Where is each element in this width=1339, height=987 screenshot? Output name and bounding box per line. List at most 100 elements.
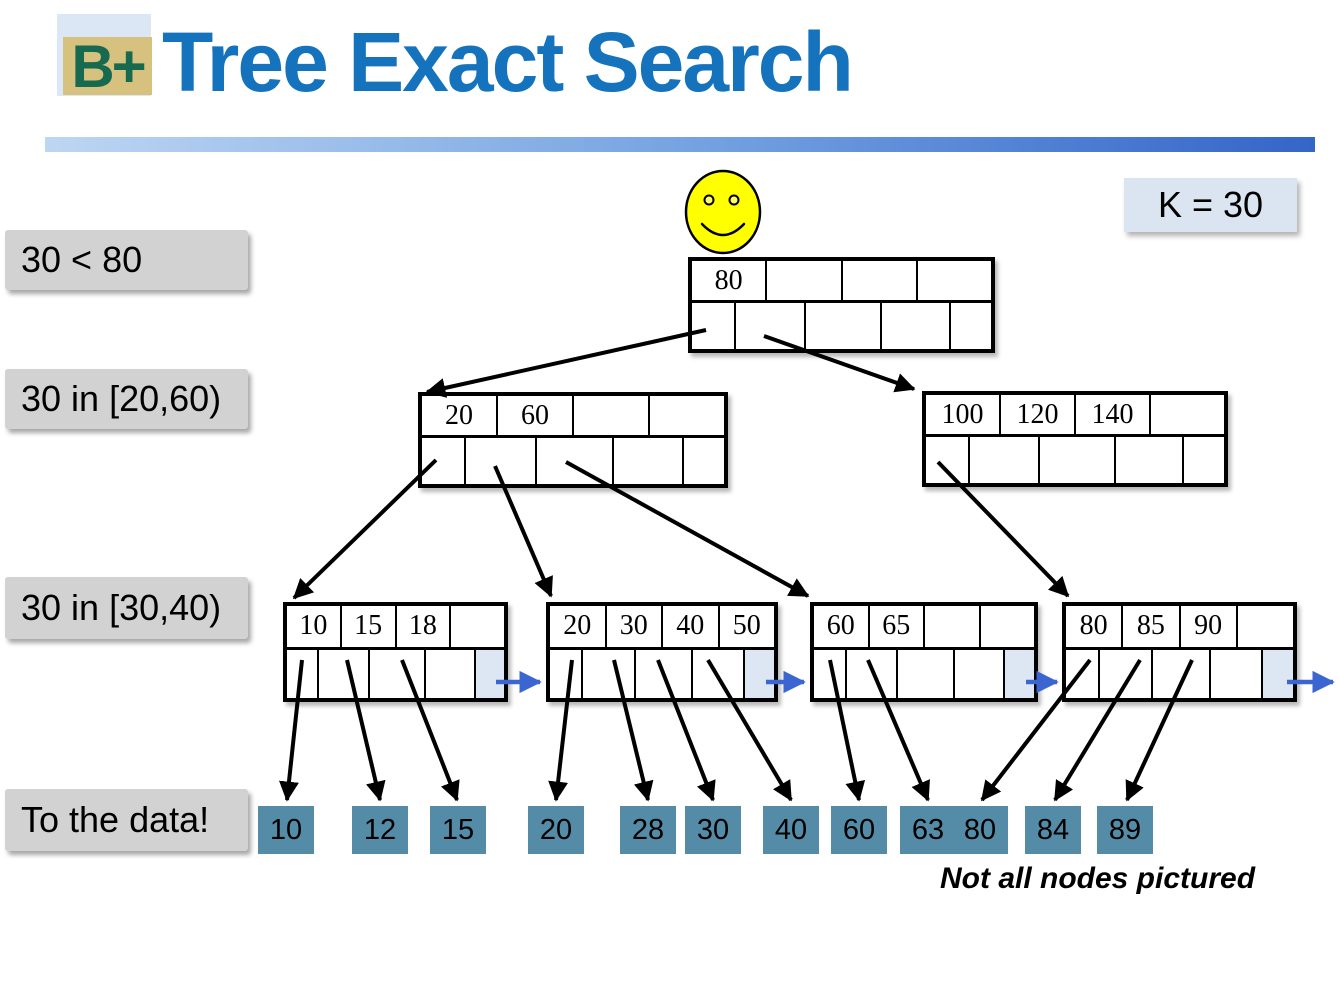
- bptree-leaf-3: 60 65: [810, 602, 1038, 702]
- step-label-2: 30 in [20,60): [5, 369, 248, 429]
- data-block: 12: [352, 806, 408, 854]
- search-key-badge: K = 30: [1124, 178, 1297, 232]
- key-cell: 60: [826, 610, 855, 642]
- key-cell: 20: [445, 399, 473, 431]
- key-cell: 65: [867, 606, 924, 647]
- key-row: 20 30 40 50: [550, 606, 774, 650]
- pointer-row: [814, 649, 1034, 698]
- bplus-logo-text: B+: [71, 32, 146, 100]
- key-cell: 120: [999, 395, 1074, 435]
- step-label-3: 30 in [30,40): [5, 577, 248, 639]
- key-row: 10 15 18: [287, 606, 504, 650]
- next-leaf-pointer-cell: [742, 649, 774, 698]
- key-row: 60 65: [814, 606, 1034, 650]
- pointer-cell: [1182, 437, 1224, 483]
- next-leaf-pointer-cell: [1261, 649, 1293, 698]
- key-cell: 80: [714, 264, 743, 296]
- pointer-cell: [926, 437, 968, 483]
- bplus-logo-icon: B+: [63, 33, 152, 100]
- key-cell: 20: [563, 610, 592, 642]
- next-leaf-pointer-cell: [473, 649, 504, 698]
- pointer-cell: [880, 303, 949, 349]
- key-row: 80: [692, 261, 991, 304]
- bptree-node-root: 80: [688, 257, 995, 353]
- key-cell: [915, 261, 991, 301]
- pointer-row: [422, 438, 724, 484]
- footnote: Not all nodes pictured: [940, 862, 1256, 895]
- data-block: 28: [620, 806, 676, 854]
- key-cell: 30: [604, 606, 662, 647]
- pointer-row: [692, 303, 991, 349]
- title-underline-bar: [45, 137, 1315, 152]
- arrow-root-to-inner-left: [425, 328, 707, 398]
- pointer-row: [1066, 649, 1293, 698]
- pointer-cell: [1151, 649, 1209, 698]
- key-cell: 90: [1178, 606, 1236, 647]
- page-title: Tree Exact Search: [162, 15, 854, 109]
- bptree-node-inner-right: 100 120 140: [922, 391, 1228, 487]
- key-cell: 15: [339, 606, 395, 647]
- pointer-cell: [287, 650, 317, 698]
- key-cell: 50: [717, 606, 775, 647]
- bptree-leaf-2: 20 30 40 50: [546, 602, 778, 702]
- key-cell: [449, 606, 504, 647]
- key-cell: [1235, 606, 1293, 647]
- data-block: 63: [900, 806, 956, 854]
- step-label-1: 30 < 80: [5, 230, 248, 290]
- data-block: 30: [685, 806, 741, 854]
- pointer-cell: [844, 649, 897, 698]
- pointer-cell: [952, 649, 1004, 698]
- data-block: 15: [430, 806, 486, 854]
- pointer-cell: [896, 649, 952, 698]
- data-block: 40: [763, 806, 819, 854]
- arrow-inner-left-to-leaf-1: [292, 458, 438, 600]
- pointer-cell: [612, 438, 681, 484]
- data-block: 10: [258, 806, 314, 854]
- pointer-row: [550, 649, 774, 698]
- pointer-cell: [550, 650, 581, 698]
- step-label-4: To the data!: [5, 789, 248, 851]
- data-block: 20: [528, 806, 584, 854]
- pointer-cell: [691, 649, 743, 698]
- pointer-cell: [464, 438, 535, 484]
- key-cell: [648, 396, 724, 436]
- pointer-cell: [423, 649, 474, 698]
- pointer-cell: [804, 303, 880, 349]
- key-cell: [978, 606, 1035, 647]
- pointer-cell: [633, 649, 691, 698]
- key-cell: [572, 396, 648, 436]
- bptree-node-inner-left: 20 60: [418, 392, 728, 488]
- key-row: 20 60: [422, 396, 724, 439]
- key-cell: 85: [1121, 606, 1178, 647]
- pointer-cell: [317, 649, 368, 698]
- key-cell: [840, 261, 916, 301]
- pointer-cell: [1066, 650, 1098, 698]
- pointer-cell: [733, 303, 804, 349]
- key-cell: 60: [496, 396, 572, 436]
- pointer-cell: [422, 438, 464, 484]
- next-leaf-pointer-cell: [1003, 649, 1034, 698]
- data-block: 80: [952, 806, 1008, 854]
- key-row: 80 85 90: [1066, 606, 1293, 650]
- pointer-cell: [1037, 437, 1114, 483]
- key-row: 100 120 140: [926, 395, 1224, 438]
- key-cell: [765, 261, 840, 301]
- bptree-leaf-1: 10 15 18: [283, 602, 508, 702]
- smiley-face-icon: [684, 169, 762, 255]
- pointer-cell: [1113, 437, 1183, 483]
- pointer-cell: [368, 649, 423, 698]
- pointer-cell: [535, 438, 612, 484]
- data-block: 60: [831, 806, 887, 854]
- key-cell: 10: [299, 610, 328, 642]
- pointer-cell: [681, 438, 724, 484]
- bptree-leaf-4: 80 85 90: [1062, 602, 1297, 702]
- key-cell: [923, 606, 979, 647]
- data-block: 84: [1025, 806, 1081, 854]
- key-cell: 100: [941, 398, 984, 430]
- pointer-cell: [581, 649, 634, 698]
- pointer-row: [287, 649, 504, 698]
- pointer-cell: [692, 303, 734, 349]
- pointer-row: [926, 437, 1224, 483]
- pointer-cell: [1208, 649, 1261, 698]
